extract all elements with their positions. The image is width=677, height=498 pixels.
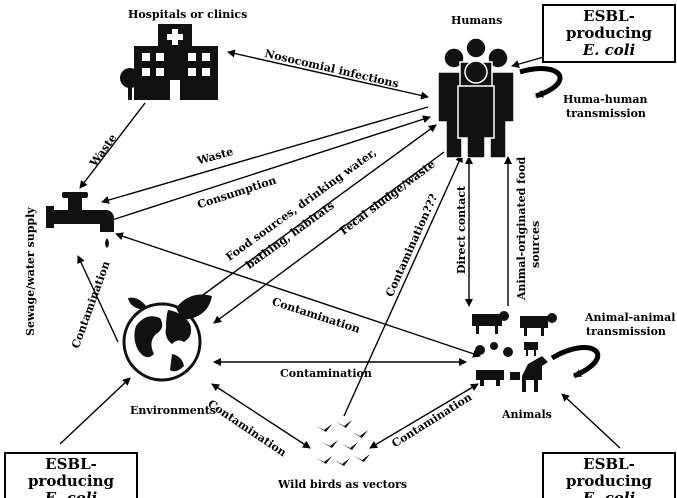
label-wild-birds: Wild birds as vectors (278, 478, 408, 491)
edge-label-animal-animal-1: Animal-animal (585, 311, 676, 324)
edge-label-human-human-1: Huma-human (563, 93, 648, 106)
water-tap-icon (46, 192, 114, 248)
arrow-consumption (111, 115, 431, 221)
esbl-box-bottom-right-line2: E. coli (582, 489, 636, 498)
edge-label-animal-animal-2: transmission (586, 325, 666, 338)
globe-icon (122, 294, 212, 382)
arrow-esbl-animals (561, 393, 621, 449)
esbl-box-top: ESBL-producing E. coli (542, 4, 676, 63)
label-hospitals: Hospitals or clinics (128, 8, 248, 21)
arrow-env-sewage (77, 255, 119, 343)
esbl-box-bottom-left-line1: ESBL-producing (27, 455, 114, 490)
hospital-icon (120, 24, 218, 100)
animals-icon (472, 311, 557, 392)
humans-icon (437, 37, 515, 158)
loop-human-human (519, 66, 563, 99)
esbl-box-top-line2: E. coli (582, 41, 636, 59)
edge-label-human-human-2: transmission (566, 107, 646, 120)
label-sewage: Sewage/water supply (24, 207, 37, 336)
esbl-box-bottom-right: ESBL-producing E. coli (542, 452, 676, 498)
label-environments: Environments (130, 404, 216, 417)
label-humans: Humans (451, 14, 503, 27)
esbl-box-bottom-right-line1: ESBL-producing (565, 455, 652, 490)
arrow-env-birds (211, 383, 311, 449)
label-animals: Animals (502, 408, 552, 421)
arrow-birds-animals (369, 383, 479, 449)
edge-label-contamination-env-animals: Contamination (280, 367, 372, 380)
esbl-box-bottom-left: ESBL-producing E. coli (4, 452, 138, 498)
edge-label-animal-food-2: sources (529, 220, 542, 268)
edge-label-animal-food-1: Animal-originated food (515, 156, 528, 300)
arrow-nosocomial (227, 49, 429, 100)
esbl-box-bottom-left-line2: E. coli (44, 489, 98, 498)
arrow-human-waste (101, 106, 429, 204)
wild-birds-icon (316, 420, 370, 466)
edge-label-direct-contact: Direct contact (455, 185, 468, 274)
loop-animal-animal (550, 345, 601, 379)
arrow-hospital-waste (79, 102, 146, 189)
arrow-sewage-animals (115, 232, 481, 358)
esbl-box-top-line1: ESBL-producing (565, 7, 652, 42)
arrow-esbl-environments (59, 377, 131, 445)
